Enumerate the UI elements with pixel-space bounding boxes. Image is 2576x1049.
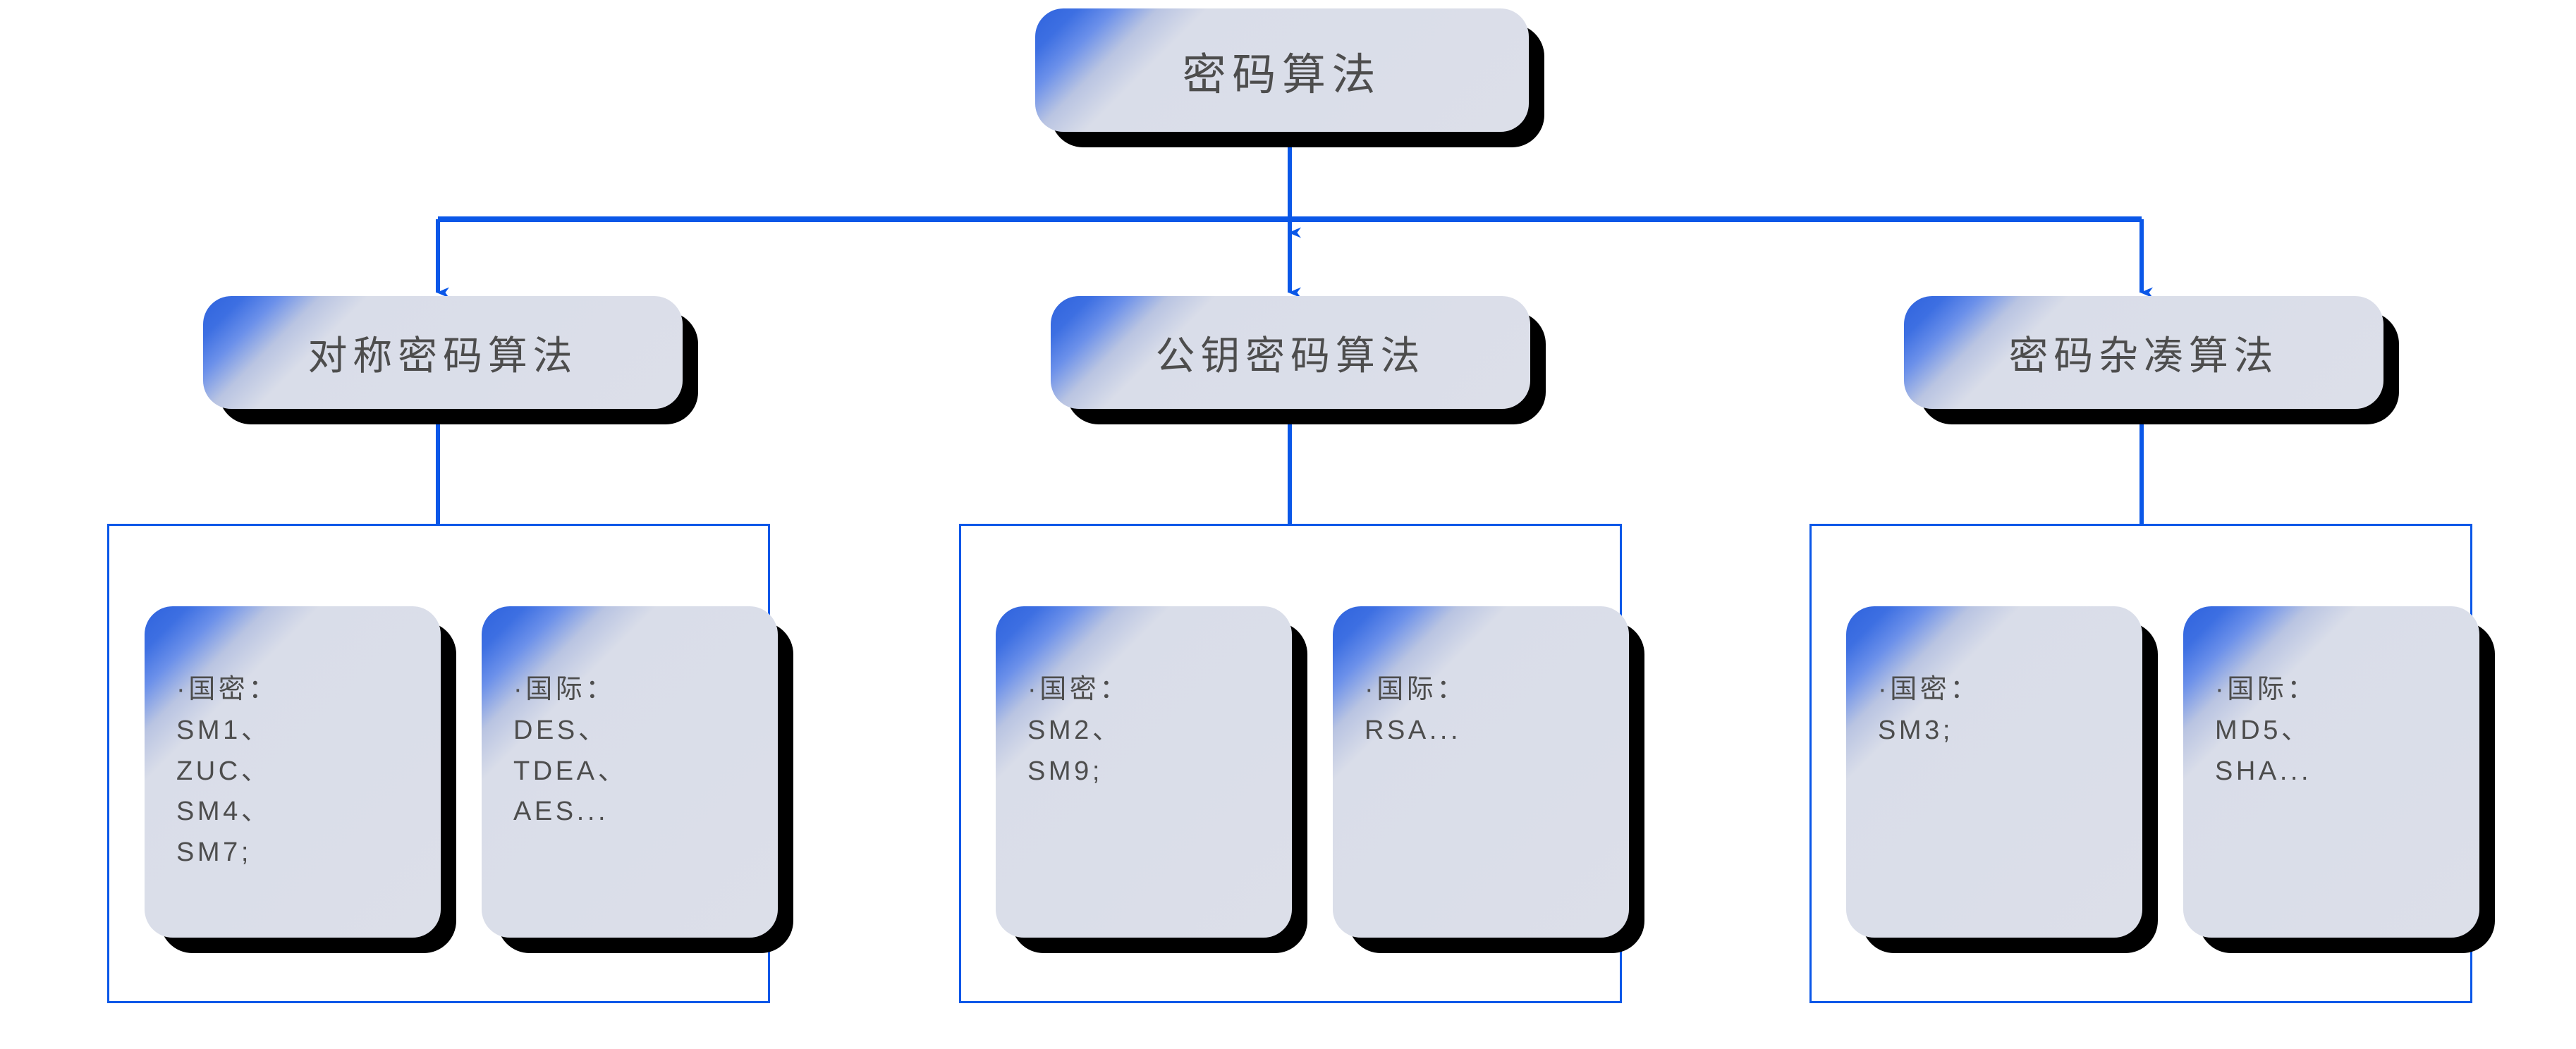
node-root[interactable]: 密码算法: [1035, 8, 1544, 147]
leaf-hash-international-face: ·国际： MD5、 SHA...: [2183, 606, 2479, 938]
leaf-publickey-domestic-label: ·国密： SM2、 SM9;: [1027, 675, 1130, 786]
leaf-symmetric-international[interactable]: ·国际： DES、 TDEA、 AES...: [482, 606, 793, 953]
node-branch-publickey-label: 公钥密码算法: [1155, 333, 1426, 378]
node-root-label: 密码算法: [1182, 50, 1382, 99]
node-branch-hash[interactable]: 密码杂凑算法: [1904, 296, 2399, 424]
node-branch-symmetric-label: 对称密码算法: [307, 333, 578, 378]
node-branch-symmetric[interactable]: 对称密码算法: [203, 296, 698, 424]
leaf-hash-international-label: ·国际： MD5、 SHA...: [2215, 675, 2317, 786]
node-branch-hash-face: 密码杂凑算法: [1904, 296, 2383, 409]
leaf-symmetric-domestic[interactable]: ·国密： SM1、 ZUC、 SM4、 SM7;: [145, 606, 456, 953]
leaf-hash-domestic-face: ·国密： SM3;: [1846, 606, 2142, 938]
leaf-publickey-international-label: ·国际： RSA...: [1365, 675, 1467, 745]
leaf-hash-international[interactable]: ·国际： MD5、 SHA...: [2183, 606, 2495, 953]
leaf-publickey-international-face: ·国际： RSA...: [1333, 606, 1629, 938]
leaf-hash-domestic-label: ·国密： SM3;: [1878, 675, 1980, 745]
node-branch-publickey-face: 公钥密码算法: [1051, 296, 1530, 409]
node-branch-hash-label: 密码杂凑算法: [2008, 333, 2279, 378]
leaf-symmetric-international-face: ·国际： DES、 TDEA、 AES...: [482, 606, 778, 938]
leaf-symmetric-domestic-label: ·国密： SM1、 ZUC、 SM4、 SM7;: [176, 675, 279, 867]
leaf-symmetric-international-label: ·国际： DES、 TDEA、 AES...: [513, 675, 628, 827]
leaf-hash-domestic[interactable]: ·国密： SM3;: [1846, 606, 2158, 953]
leaf-symmetric-domestic-face: ·国密： SM1、 ZUC、 SM4、 SM7;: [145, 606, 441, 938]
node-root-face: 密码算法: [1035, 8, 1529, 132]
leaf-publickey-domestic-face: ·国密： SM2、 SM9;: [996, 606, 1292, 938]
leaf-publickey-international[interactable]: ·国际： RSA...: [1333, 606, 1644, 953]
leaf-publickey-domestic[interactable]: ·国密： SM2、 SM9;: [996, 606, 1307, 953]
node-branch-symmetric-face: 对称密码算法: [203, 296, 683, 409]
node-branch-publickey[interactable]: 公钥密码算法: [1051, 296, 1546, 424]
